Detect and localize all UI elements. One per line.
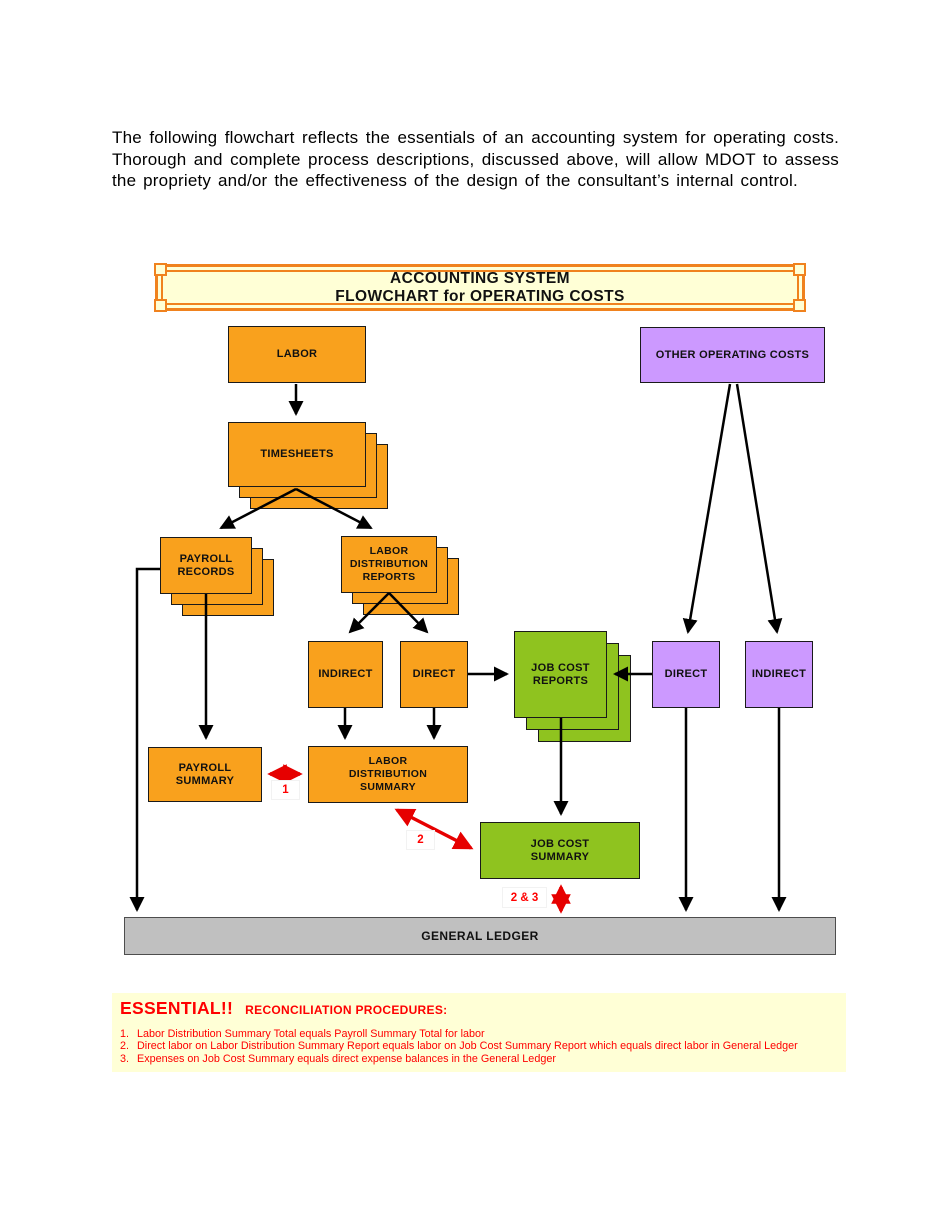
node-direct-labor-label: DIRECT xyxy=(412,668,456,680)
node-job-cost-reports-label: JOB COST REPORTS xyxy=(531,661,590,687)
node-labor: LABOR xyxy=(228,326,366,383)
recon-label-2-and-3: 2 & 3 xyxy=(503,888,546,907)
banner-corner-ornament xyxy=(154,263,167,276)
node-indirect-costs-label: INDIRECT xyxy=(751,668,807,680)
node-labor-label: LABOR xyxy=(276,348,318,360)
node-labor-distribution-reports: LABOR DISTRIBUTION REPORTS xyxy=(341,536,437,593)
node-indirect-costs: INDIRECT xyxy=(745,641,813,708)
node-labor-distribution-summary-label: LABOR DISTRIBUTION SUMMARY xyxy=(348,755,428,793)
node-other-operating-costs: OTHER OPERATING COSTS xyxy=(640,327,825,383)
essential-item-number: 3. xyxy=(120,1052,130,1065)
essential-item: 3. Expenses on Job Cost Summary equals d… xyxy=(120,1053,838,1065)
node-job-cost-reports: JOB COST REPORTS xyxy=(514,631,607,718)
banner-corner-ornament xyxy=(793,263,806,276)
arrow-payroll-records-to-general-ledger xyxy=(129,567,160,913)
node-direct-costs-label: DIRECT xyxy=(664,668,708,680)
node-general-ledger: GENERAL LEDGER xyxy=(124,917,836,955)
node-timesheets-label: TIMESHEETS xyxy=(260,448,334,460)
node-labor-distribution-reports-stack: LABOR DISTRIBUTION REPORTS xyxy=(341,536,459,615)
essential-item: 1. Labor Distribution Summary Total equa… xyxy=(120,1028,838,1040)
recon-label-2: 2 xyxy=(407,831,434,849)
intro-paragraph: The following flowchart reflects the ess… xyxy=(112,128,839,190)
essential-item-text: Direct labor on Labor Distribution Summa… xyxy=(137,1040,798,1053)
node-timesheets: TIMESHEETS xyxy=(228,422,366,487)
arrow-ooc-to-indirect-costs xyxy=(735,383,783,634)
essential-subtitle: RECONCILIATION PROCEDURES: xyxy=(245,1003,448,1017)
essential-item-number: 2. xyxy=(120,1040,130,1053)
essential-item: 2. Direct labor on Labor Distribution Su… xyxy=(120,1040,838,1052)
essential-title: ESSENTIAL!! xyxy=(120,998,234,1018)
arrow-ooc-to-direct-costs xyxy=(682,383,732,634)
essential-heading: ESSENTIAL!! RECONCILIATION PROCEDURES: xyxy=(120,998,838,1019)
essential-item-text: Expenses on Job Cost Summary equals dire… xyxy=(137,1052,556,1065)
node-indirect-labor: INDIRECT xyxy=(308,641,383,708)
flowchart-title-line2: FLOWCHART for OPERATING COSTS xyxy=(335,287,625,305)
flowchart-title-line1: ACCOUNTING SYSTEM xyxy=(390,269,570,287)
node-direct-labor: DIRECT xyxy=(400,641,468,708)
essential-reconciliation-box: ESSENTIAL!! RECONCILIATION PROCEDURES: 1… xyxy=(112,993,846,1072)
node-payroll-records-label: PAYROLL RECORDS xyxy=(177,552,235,578)
flowchart-title-banner: ACCOUNTING SYSTEM FLOWCHART for OPERATIN… xyxy=(154,263,806,312)
essential-item-number: 1. xyxy=(120,1028,130,1040)
flowchart-title: ACCOUNTING SYSTEM FLOWCHART for OPERATIN… xyxy=(161,270,799,305)
node-direct-costs: DIRECT xyxy=(652,641,720,708)
banner-corner-ornament xyxy=(793,299,806,312)
node-payroll-records-stack: PAYROLL RECORDS xyxy=(160,537,274,616)
node-general-ledger-label: GENERAL LEDGER xyxy=(421,928,539,943)
node-timesheets-stack: TIMESHEETS xyxy=(228,422,388,509)
node-payroll-records: PAYROLL RECORDS xyxy=(160,537,252,594)
essential-item-text: Labor Distribution Summary Total equals … xyxy=(137,1028,485,1040)
node-payroll-summary: PAYROLL SUMMARY xyxy=(148,747,262,802)
node-labor-distribution-reports-label: LABOR DISTRIBUTION REPORTS xyxy=(349,545,429,583)
node-job-cost-summary-label: JOB COST SUMMARY xyxy=(530,837,590,863)
essential-items: 1. Labor Distribution Summary Total equa… xyxy=(120,1028,838,1065)
node-payroll-summary-label: PAYROLL SUMMARY xyxy=(175,761,235,787)
node-labor-distribution-summary: LABOR DISTRIBUTION SUMMARY xyxy=(308,746,468,803)
node-job-cost-reports-stack: JOB COST REPORTS xyxy=(514,631,631,742)
recon-label-1: 1 xyxy=(272,781,299,799)
node-job-cost-summary: JOB COST SUMMARY xyxy=(480,822,640,879)
node-indirect-labor-label: INDIRECT xyxy=(318,668,373,680)
banner-corner-ornament xyxy=(154,299,167,312)
node-other-operating-costs-label: OTHER OPERATING COSTS xyxy=(655,348,810,361)
